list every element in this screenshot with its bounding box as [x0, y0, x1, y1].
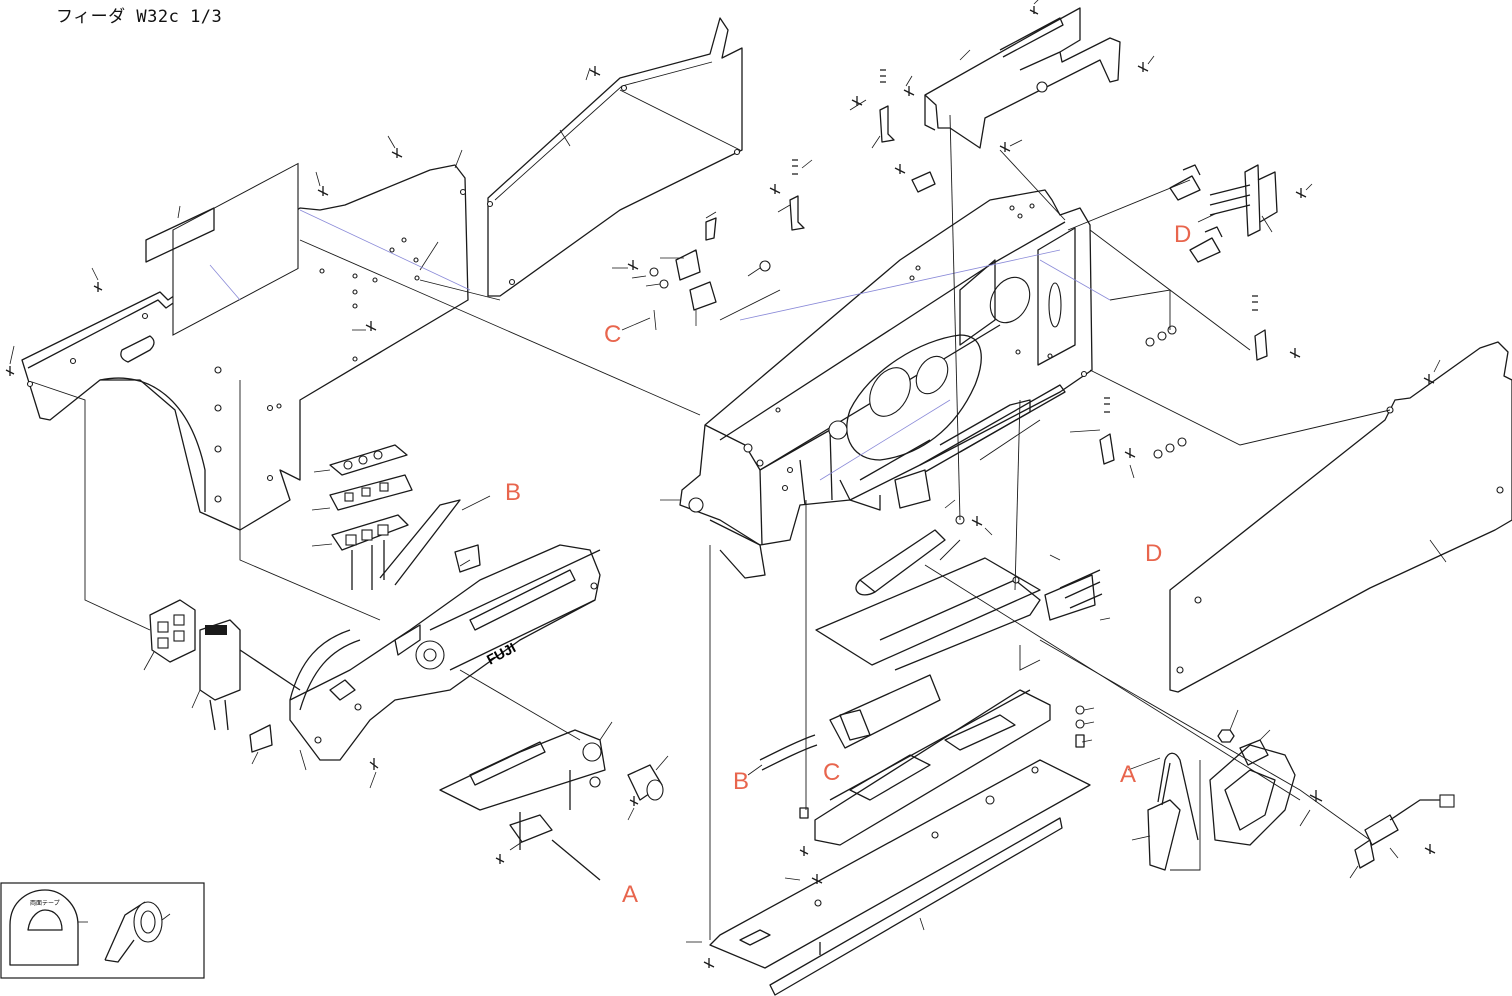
label-plates	[312, 445, 412, 590]
left-side-plate	[22, 164, 468, 530]
callout-a-0: A	[622, 881, 638, 908]
top-bracket	[904, 0, 1154, 152]
callout-a-1: A	[1120, 761, 1136, 788]
c-bracket-group	[612, 212, 770, 330]
tape-label: 両面テープ	[30, 900, 60, 907]
callout-c-5: C	[823, 759, 840, 786]
right-upper-parts	[1146, 165, 1312, 458]
main-frame	[660, 190, 1092, 578]
right-cover-panel	[1170, 342, 1512, 692]
callout-b-3: B	[733, 768, 749, 795]
right-lower-bracket	[1210, 710, 1454, 878]
left-cover-panel	[488, 18, 743, 296]
slide-unit	[440, 722, 668, 880]
callout-b-2: B	[505, 479, 521, 506]
accessory-box: 両面テープ	[1, 883, 204, 978]
callout-letters: A A B B C C D D	[505, 221, 1191, 908]
fuji-logo: FUJI	[484, 639, 518, 667]
callout-c-4: C	[604, 321, 621, 348]
clips-and-springs	[770, 70, 1300, 478]
left-connectors	[144, 600, 378, 788]
center-lower-parts	[686, 470, 1110, 995]
callout-d-7: D	[1145, 540, 1162, 567]
harness-a-right	[1128, 753, 1198, 870]
callout-d-6: D	[1174, 221, 1191, 248]
